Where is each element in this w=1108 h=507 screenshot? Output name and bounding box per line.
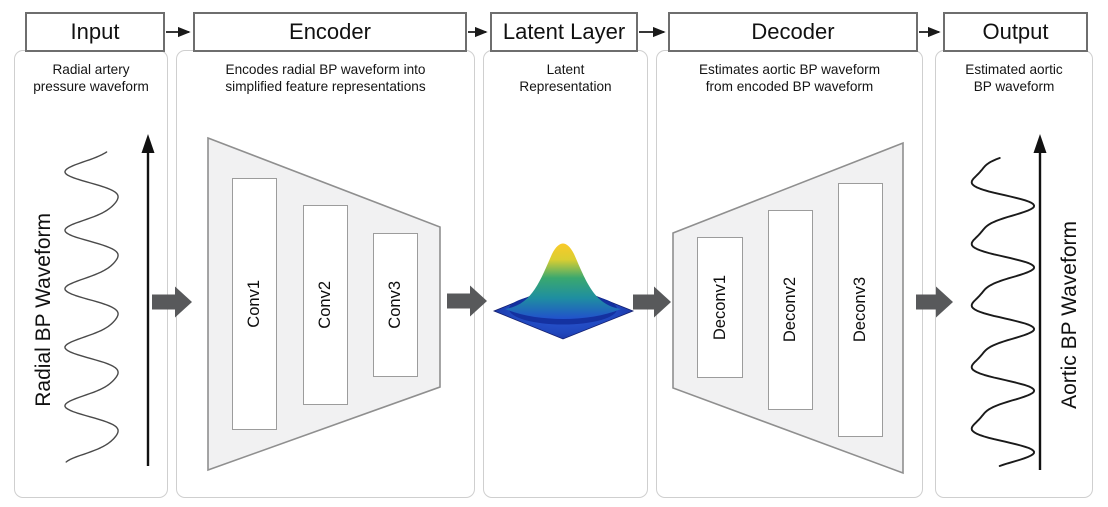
header-decoder: Decoder [668,12,918,52]
header-output-label: Output [982,19,1049,44]
caption-encoder: Encodes radial BP waveform into simplifi… [225,62,426,95]
layer-conv3-label: Conv3 [386,281,404,329]
header-encoder-label: Encoder [289,19,371,44]
header-latent-label: Latent Layer [502,19,626,44]
header-input: Input [25,12,165,52]
input-axis-label-text: Radial BP Waveform [32,213,55,407]
layer-deconv2-label: Deconv2 [781,277,799,343]
caption-latent: Latent Representation [519,62,612,95]
header-encoder: Encoder [193,12,467,52]
output-axis-label-text: Aortic BP Waveform [1058,221,1081,409]
header-output: Output [943,12,1088,52]
layer-conv1: Conv1 [232,178,277,430]
output-axis-label: Aortic BP Waveform [1054,150,1086,480]
caption-input: Radial artery pressure waveform [33,62,149,95]
layer-deconv3: Deconv3 [838,183,883,437]
layer-deconv1-label: Deconv1 [710,274,729,341]
panel-latent [483,50,648,498]
layer-deconv2: Deconv2 [768,210,813,410]
caption-decoder: Estimates aortic BP waveform from encode… [698,62,881,95]
input-axis-label: Radial BP Waveform [28,145,60,475]
layer-deconv3-label: Deconv3 [851,277,869,343]
caption-output: Estimated aortic BP waveform [965,62,1063,95]
header-input-label: Input [70,19,120,44]
layer-conv2-label: Conv2 [316,281,334,329]
layer-conv2: Conv2 [303,205,348,405]
header-decoder-label: Decoder [751,19,835,44]
layer-deconv1: Deconv1 [697,237,743,378]
layer-conv1-label: Conv1 [245,280,263,328]
header-latent: Latent Layer [490,12,638,52]
layer-conv3: Conv3 [373,233,418,377]
